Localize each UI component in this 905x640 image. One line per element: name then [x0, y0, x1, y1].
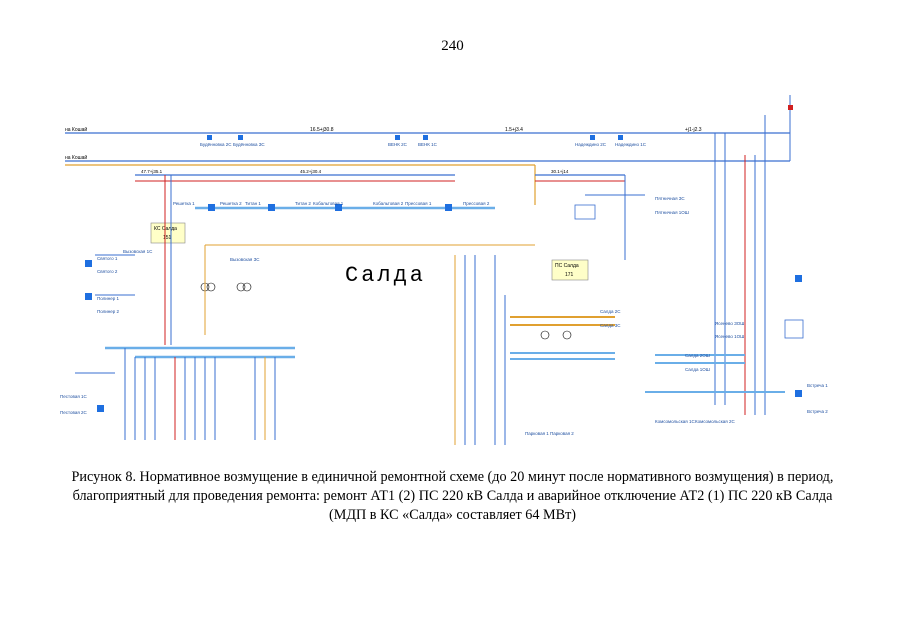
top-feeder-lines [65, 132, 790, 205]
station-label: Кобальтовая 1 [313, 201, 344, 206]
load-nodes: Решетка 1 Решетка 2 Титан 1 Титан 2 Коба… [173, 201, 490, 211]
left-bottom-bus [75, 346, 295, 440]
station-label: Салда 2С [600, 309, 621, 314]
salda-hub-labels: Салда 2С Салда 3С [600, 309, 621, 328]
ks-salda-value: 151 [163, 235, 172, 241]
station-label: Ясенево 1ОШ [715, 334, 744, 339]
top-stations: Будённовка 2С Будённовка ЗС ВЕНК 2С ВЕНК… [200, 135, 647, 147]
page-number: 240 [441, 38, 464, 54]
left-substations: Святого 1 Святого 2 Полинер 1 Полинер 2 … [85, 175, 535, 345]
station-label: Вызовская 1С [123, 249, 153, 254]
station-label: Святого 2 [97, 269, 118, 274]
station-label: Салда 2ОШ [685, 353, 710, 358]
station-label: Кобальтовая 2 [373, 201, 404, 206]
station-label: Будённовка 2С [200, 142, 232, 147]
flow-label-2: 1.5+j3.4 [505, 127, 523, 133]
station-label: Встреча 2 [807, 409, 828, 414]
flow-label-5: 30.1+j14 [551, 169, 569, 174]
station-label: Прессовая 1 [405, 201, 432, 206]
station-label: Надеждино 2С [575, 142, 607, 147]
station-label: Комсомольская 1С [655, 419, 695, 424]
station-label: Титан 2 [295, 201, 311, 206]
station-label: Надеждино 1С [615, 142, 647, 147]
station-label: Полинер 1 [97, 296, 120, 301]
station-label: Вызовская ЗС [230, 257, 260, 262]
station-label: Ясенево ЗОШ [715, 321, 744, 326]
station-label: Парковая 1 [525, 431, 549, 436]
figure-caption: Рисунок 8. Нормативное возмущение в един… [71, 469, 834, 523]
station-label: Пестовая 2С [60, 410, 88, 415]
right-network [574, 115, 804, 415]
station-label: ВЕНК 1С [418, 142, 438, 147]
salda-hub [454, 255, 615, 445]
station-label: Полинер 2 [97, 309, 120, 314]
station-label: Святого 1 [97, 256, 118, 261]
station-label: Прессовая 2 [463, 201, 490, 206]
flow-label-6: 47.7+j35.1 [141, 169, 163, 174]
power-network-diagram: на Кошай на Кошай 16.5+j30.8 1.5+j3.4 +j… [55, 95, 845, 457]
station-label: Пестовая 1С [60, 394, 88, 399]
station-label: Титан 1 [245, 201, 261, 206]
top-flow-labels: на Кошай на Кошай 16.5+j30.8 1.5+j3.4 +j… [65, 126, 702, 161]
station-label: Встреча 1 [807, 383, 828, 388]
ks-salda-box: КС Салда 151 [150, 222, 186, 244]
mid-flow-labels: 47.7+j35.1 45.2+j30.4 30.1+j14 [141, 169, 569, 174]
ks-salda-title: КС Салда [154, 226, 177, 232]
right-labels: Пятничная ЗС Пятничная 1ОШ Салда 2ОШ Сал… [525, 196, 828, 436]
ps-salda-box: ПС Салда 171 [551, 259, 589, 281]
station-label: Парковая 2 [550, 431, 574, 436]
left-bottom-labels: Пестовая 1С Пестовая 2С [60, 394, 88, 415]
station-label: Решетка 1 [173, 201, 195, 206]
station-label: Решетка 2 [220, 201, 242, 206]
station-label: Салда 3С [600, 323, 621, 328]
station-label: Пятничная ЗС [655, 196, 685, 201]
line-label-kosha-2: на Кошай [65, 154, 87, 161]
flow-label-3: +j1-j2.3 [685, 127, 702, 133]
line-label-kosha: на Кошай [65, 126, 87, 133]
station-label: Пятничная 1ОШ [655, 210, 689, 215]
flow-label-1: 16.5+j30.8 [310, 127, 334, 133]
station-label: Комсомольская 2С [695, 419, 735, 424]
ps-salda-value: 171 [565, 272, 574, 278]
region-label: Салда [345, 263, 426, 288]
station-label: Будённовка ЗС [233, 142, 265, 147]
station-label: ВЕНК 2С [388, 142, 408, 147]
ps-salda-title: ПС Салда [555, 263, 579, 269]
station-label: Салда 1ОШ [685, 367, 710, 372]
flow-label-7: 45.2+j30.4 [300, 169, 322, 174]
